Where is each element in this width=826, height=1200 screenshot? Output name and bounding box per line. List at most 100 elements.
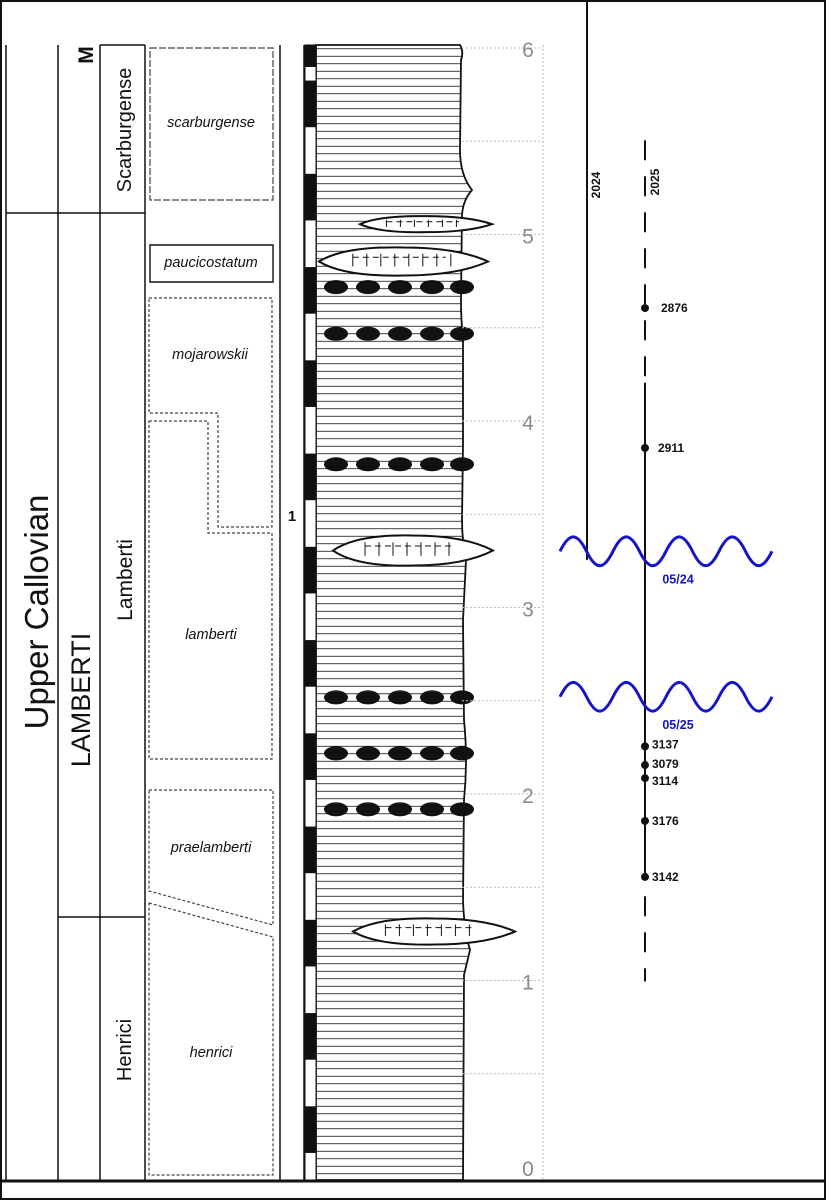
sample-3079: 3079 [641, 757, 679, 771]
concretion-lens [351, 917, 518, 946]
zone-abbrev-label: M [75, 46, 98, 64]
nodule [324, 802, 348, 817]
nodule [324, 457, 348, 472]
stage-label: Upper Callovian [18, 495, 55, 730]
year-label-2024: 2024 [589, 171, 603, 198]
sample-3176: 3176 [641, 814, 679, 828]
subzone-label-henrici: Henrici [114, 1019, 136, 1081]
ruler-segment [305, 919, 316, 967]
nodule [420, 746, 444, 761]
sample-2876: 2876 [641, 301, 688, 315]
horizon-box-henrici [148, 902, 274, 1176]
scale-label-2: 2 [522, 785, 534, 808]
column-ruler [304, 44, 317, 1181]
nodule [356, 326, 380, 341]
sample-dot-2911 [641, 443, 649, 452]
nodule [388, 457, 412, 472]
horizon-label-lamberti: lamberti [185, 627, 237, 643]
sample-label-2911: 2911 [658, 441, 684, 455]
sample-dot-3176 [641, 816, 649, 825]
concretion-lens [331, 534, 496, 567]
nodule [420, 280, 444, 295]
subzone-label-lamberti: Lamberti [114, 539, 137, 621]
nodule [356, 690, 380, 705]
nodule [388, 326, 412, 341]
nodule [450, 457, 474, 472]
ruler-segment [305, 173, 316, 221]
year-label-2025: 2025 [648, 168, 662, 195]
nodule [324, 326, 348, 341]
event-0525: 05/25 [558, 680, 774, 732]
ruler-segment [305, 826, 316, 874]
horizon-box-scarburgense [149, 47, 274, 201]
concretion-lens [357, 215, 496, 234]
sampling-line-2025: 2025 2876 2911 3137 3079 3114 3176 3142 [641, 140, 688, 982]
concretion-lens [317, 246, 491, 277]
horizon-box-praelamberti [148, 789, 274, 926]
stratigraphy-columns [0, 44, 826, 1183]
sample-dot-2876 [641, 304, 649, 313]
horizon-label-mojarowskii: mojarowskii [172, 347, 249, 363]
ruler-segment [305, 267, 316, 314]
scale-label-5: 5 [522, 226, 534, 249]
nodule [324, 690, 348, 705]
nodule [420, 802, 444, 817]
sample-label-3079: 3079 [652, 757, 679, 771]
nodule [388, 690, 412, 705]
nodule [450, 280, 474, 295]
ruler-segment [305, 45, 316, 67]
scale-label-4: 4 [522, 412, 534, 435]
event-wave-0525 [558, 680, 774, 713]
sample-dot-3137 [641, 742, 649, 751]
event-wave-0524 [558, 535, 774, 568]
ruler-segment [305, 640, 316, 687]
nodule [450, 802, 474, 817]
nodule [420, 326, 444, 341]
sample-3114: 3114 [641, 774, 678, 788]
nodule [420, 690, 444, 705]
subzone-label-scarburgense: Scarburgense [114, 68, 136, 193]
scale-gridlines [462, 47, 543, 1075]
ruler-segment [305, 80, 316, 128]
nodule [420, 457, 444, 472]
sample-label-3176: 3176 [652, 814, 679, 828]
sample-label-3142: 3142 [652, 870, 679, 884]
sample-2911: 2911 [641, 441, 684, 455]
lithologic-column [304, 44, 518, 1181]
ruler-segment [305, 546, 316, 594]
horizon-box-lamberti [148, 420, 273, 760]
ruler-segment [305, 1013, 316, 1060]
event-label-0525: 05/25 [662, 718, 693, 732]
sample-dot-3114 [641, 774, 649, 783]
sample-label-3137: 3137 [652, 737, 679, 751]
thickness-scale: 0 1 2 3 4 5 6 [462, 39, 544, 1181]
horizon-label-henrici: henrici [190, 1045, 233, 1061]
nodule-rows [324, 280, 474, 817]
sample-dot-3142 [641, 872, 649, 881]
ruler-segment [305, 453, 316, 501]
horizon-box-paucicostatum [149, 244, 274, 283]
nodule [356, 746, 380, 761]
event-label-0524: 05/24 [662, 572, 693, 586]
nodule [388, 746, 412, 761]
horizon-box-mojarowskii [148, 297, 273, 528]
concretion-lenses [317, 215, 518, 946]
horizon-label-praelamberti: praelamberti [170, 840, 252, 856]
scale-label-3: 3 [522, 599, 534, 622]
sampling-line-2024: 2024 [586, 0, 603, 560]
scale-label-1: 1 [522, 972, 534, 995]
nodule [450, 326, 474, 341]
nodule [324, 280, 348, 295]
event-0524: 05/24 [558, 535, 774, 586]
zone-label: LAMBERTI [66, 633, 96, 768]
horizon-label-paucicostatum: paucicostatum [163, 255, 258, 271]
sample-3137: 3137 [641, 737, 679, 751]
ruler-segment [305, 360, 316, 407]
sample-3142: 3142 [641, 870, 679, 884]
nodule [388, 280, 412, 295]
sample-label-2876: 2876 [661, 301, 688, 315]
sample-label-3114: 3114 [652, 774, 678, 788]
bed-number-label: 1 [288, 508, 296, 525]
